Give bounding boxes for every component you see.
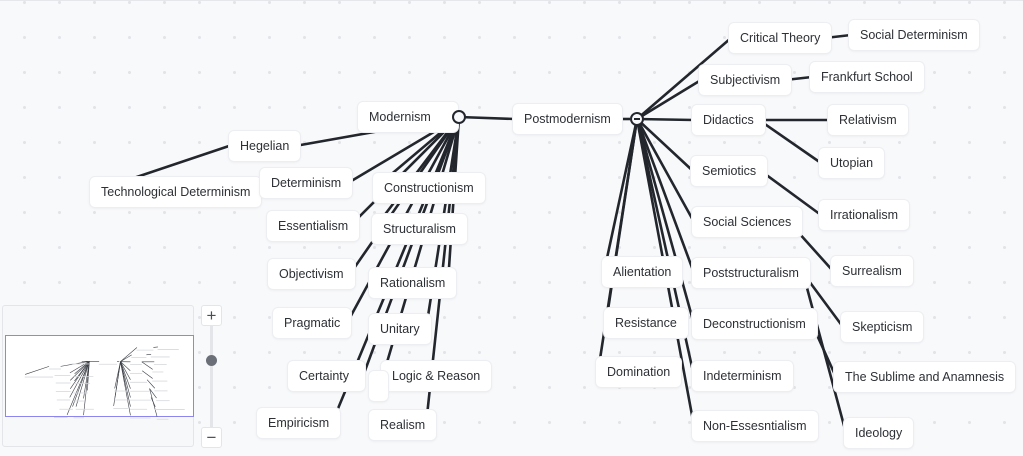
node-didactics[interactable]: Didactics xyxy=(692,105,765,135)
minimap-edge xyxy=(150,389,158,417)
node-modernism[interactable]: Modernism xyxy=(358,102,458,132)
minimap-edge xyxy=(120,355,131,362)
node-empty-placeholder[interactable] xyxy=(369,371,388,401)
edge-poststructuralism-to-ideology xyxy=(803,273,846,433)
node-postmodernism[interactable]: Postmodernism xyxy=(513,104,622,134)
minimap-edge xyxy=(153,347,158,348)
minimap-edge xyxy=(142,371,153,379)
node-semiotics[interactable]: Semiotics xyxy=(691,156,767,186)
node-ideology[interactable]: Ideology xyxy=(844,418,913,448)
node-deconstructionism[interactable]: Deconstructionism xyxy=(692,309,817,339)
node-poststructuralism[interactable]: Poststructuralism xyxy=(692,258,810,288)
collapse-toggle-modernism-icon[interactable] xyxy=(452,110,466,124)
node-essentialism[interactable]: Essentialism xyxy=(267,211,359,241)
node-rationalism[interactable]: Rationalism xyxy=(369,268,456,298)
node-social-determinism[interactable]: Social Determinism xyxy=(849,20,979,50)
edge-modernism-to-postmodernism xyxy=(459,117,515,119)
node-domination[interactable]: Domination xyxy=(596,357,681,387)
node-irrationalism[interactable]: Irrationalism xyxy=(819,200,909,230)
node-certainty[interactable]: Certainty xyxy=(288,361,365,391)
node-utopian[interactable]: Utopian xyxy=(819,148,884,178)
zoom-out-button[interactable]: − xyxy=(201,427,222,448)
minimap-preview xyxy=(3,306,195,448)
minimap-edge xyxy=(142,362,153,370)
minus-icon xyxy=(634,118,640,120)
node-sublime-anamnesis[interactable]: The Sublime and Anamnesis xyxy=(834,362,1015,392)
node-realism[interactable]: Realism xyxy=(369,410,436,440)
collapse-toggle-postmodernism-icon[interactable] xyxy=(630,112,644,126)
zoom-in-button[interactable]: + xyxy=(201,305,222,326)
minimap-edge xyxy=(146,354,151,355)
minimap-edge xyxy=(25,366,49,374)
node-resistance[interactable]: Resistance xyxy=(604,308,688,338)
minimap-edge xyxy=(114,362,121,406)
node-objectivism[interactable]: Objectivism xyxy=(268,259,355,289)
node-structuralism[interactable]: Structuralism xyxy=(372,214,467,244)
node-hegelian[interactable]: Hegelian xyxy=(229,131,300,161)
node-alientation[interactable]: Alientation xyxy=(602,257,682,287)
node-constructionism[interactable]: Constructionism xyxy=(373,173,485,203)
node-relativism[interactable]: Relativism xyxy=(828,105,908,135)
node-skepticism[interactable]: Skepticism xyxy=(841,312,923,342)
node-social-sciences[interactable]: Social Sciences xyxy=(692,207,802,237)
node-determinism[interactable]: Determinism xyxy=(260,168,352,198)
node-surrealism[interactable]: Surrealism xyxy=(831,256,913,286)
node-pragmatic[interactable]: Pragmatic xyxy=(273,308,351,338)
edge-postmodernism-to-deconstructionism xyxy=(637,119,694,324)
zoom-slider-handle[interactable] xyxy=(206,355,217,366)
node-frankfurt-school[interactable]: Frankfurt School xyxy=(810,62,924,92)
edge-postmodernism-to-didactics xyxy=(637,119,694,120)
minimap-edge xyxy=(120,347,136,361)
node-unitary[interactable]: Unitary xyxy=(369,314,431,344)
minimap[interactable] xyxy=(2,305,194,447)
node-logic-reason[interactable]: Logic & Reason xyxy=(381,361,491,391)
node-critical-theory[interactable]: Critical Theory xyxy=(729,23,831,53)
node-indeterminism[interactable]: Indeterminism xyxy=(692,361,793,391)
node-non-essentialism[interactable]: Non-Essesntialism xyxy=(692,411,818,441)
node-empiricism[interactable]: Empiricism xyxy=(257,408,340,438)
edge-didactics-to-utopian xyxy=(759,120,821,163)
zoom-slider-track[interactable] xyxy=(210,326,213,427)
node-subjectivism[interactable]: Subjectivism xyxy=(699,65,791,95)
node-technological-determinism[interactable]: Technological Determinism xyxy=(90,177,261,207)
edge-postmodernism-to-alientation xyxy=(604,119,637,272)
